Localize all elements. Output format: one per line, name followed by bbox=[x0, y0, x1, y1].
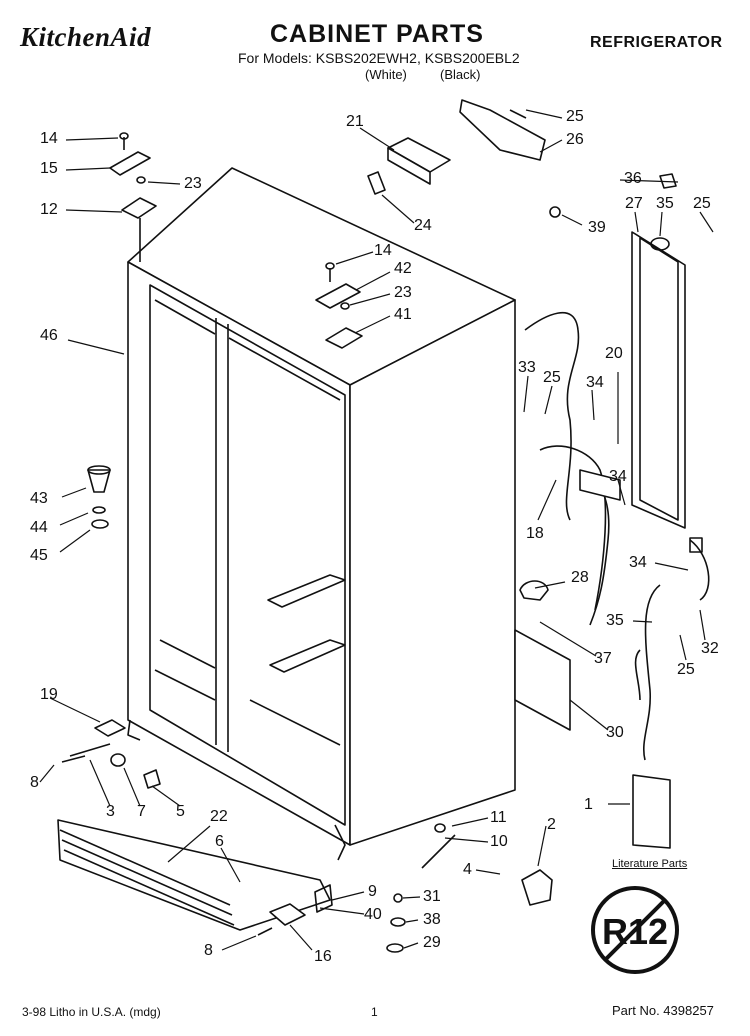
callout-number: 11 bbox=[490, 809, 507, 826]
callout-number: 5 bbox=[176, 803, 185, 820]
footer-page-number: 1 bbox=[371, 1005, 378, 1019]
callout-number: 39 bbox=[588, 219, 606, 236]
callout-number: 42 bbox=[394, 260, 412, 277]
bottom-right-hardware bbox=[257, 823, 553, 953]
top-hinge-center bbox=[315, 262, 363, 349]
callout-number: 3 bbox=[106, 803, 115, 820]
callout-number: 35 bbox=[656, 195, 674, 212]
callout-number: 43 bbox=[30, 490, 48, 507]
callout-number: 26 bbox=[566, 131, 584, 148]
callout-number: 44 bbox=[30, 519, 48, 536]
brand-logo: KitchenAid bbox=[20, 22, 152, 52]
callout-number: 45 bbox=[30, 547, 48, 564]
literature-booklet bbox=[632, 774, 671, 849]
model-numbers: For Models: KSBS202EWH2, KSBS200EBL2 bbox=[238, 50, 520, 66]
wiring-harness bbox=[524, 311, 710, 761]
callout-number: 23 bbox=[184, 175, 202, 192]
callout-number: 19 bbox=[40, 686, 58, 703]
callout-number: 4 bbox=[463, 861, 472, 878]
callout-number: 34 bbox=[629, 554, 647, 571]
callout-number: 7 bbox=[137, 803, 146, 820]
callout-number: 1 bbox=[584, 796, 593, 813]
callout-number: 9 bbox=[368, 883, 377, 900]
rear-panel-strip bbox=[549, 173, 686, 529]
callout-number: 29 bbox=[423, 934, 441, 951]
callout-number: 16 bbox=[314, 948, 332, 965]
page-title: CABINET PARTS bbox=[270, 20, 484, 48]
callout-number: 14 bbox=[40, 130, 58, 147]
callout-number: 46 bbox=[40, 327, 58, 344]
callout-number: 2 bbox=[547, 816, 556, 833]
footer-part-number: Part No. 4398257 bbox=[612, 1003, 714, 1018]
top-trim bbox=[367, 99, 546, 195]
callout-number: 14 bbox=[374, 242, 392, 259]
callout-number: 8 bbox=[30, 774, 39, 791]
callout-number: 27 bbox=[625, 195, 643, 212]
callout-number: 28 bbox=[571, 569, 589, 586]
callout-number: 24 bbox=[414, 217, 432, 234]
callout-number: 10 bbox=[490, 833, 508, 850]
callout-number: 32 bbox=[701, 640, 719, 657]
callout-number: 33 bbox=[518, 359, 536, 376]
callout-number: 30 bbox=[606, 724, 624, 741]
callout-number: 25 bbox=[693, 195, 711, 212]
color-black: (Black) bbox=[440, 67, 481, 82]
callout-number: 35 bbox=[606, 612, 624, 629]
callout-number: 25 bbox=[566, 108, 584, 125]
callout-number: 34 bbox=[586, 374, 604, 391]
r12-mark bbox=[591, 886, 679, 974]
footer-litho: 3-98 Litho in U.S.A. (mdg) bbox=[22, 1005, 161, 1019]
callout-number: 18 bbox=[526, 525, 544, 542]
top-hinge-left bbox=[109, 132, 157, 262]
bottom-hardware bbox=[61, 719, 161, 789]
callout-number: 23 bbox=[394, 284, 412, 301]
callout-number: 15 bbox=[40, 160, 58, 177]
callout-number: 8 bbox=[204, 942, 213, 959]
callout-number: 21 bbox=[346, 113, 364, 130]
access-cover bbox=[514, 580, 571, 731]
color-white: (White) bbox=[365, 67, 407, 82]
callout-number: 36 bbox=[624, 170, 642, 187]
callout-number: 34 bbox=[609, 468, 627, 485]
appliance-type: REFRIGERATOR bbox=[590, 34, 723, 51]
callout-number: 41 bbox=[394, 306, 412, 323]
literature-parts-label: Literature Parts bbox=[612, 858, 688, 870]
callout-number: 25 bbox=[677, 661, 695, 678]
leveling-foot bbox=[87, 465, 111, 529]
callout-number: 37 bbox=[594, 650, 612, 667]
callout-number: 20 bbox=[605, 345, 623, 362]
callout-number: 12 bbox=[40, 201, 58, 218]
cabinet-shell bbox=[127, 167, 516, 861]
callout-number: 25 bbox=[543, 369, 561, 386]
r12-text: R12 bbox=[602, 911, 668, 952]
callout-number: 40 bbox=[364, 906, 382, 923]
callout-number: 31 bbox=[423, 888, 441, 905]
callout-number: 6 bbox=[215, 833, 224, 850]
callout-number: 22 bbox=[210, 808, 228, 825]
leader-lines bbox=[39, 109, 714, 951]
callout-number: 38 bbox=[423, 911, 441, 928]
